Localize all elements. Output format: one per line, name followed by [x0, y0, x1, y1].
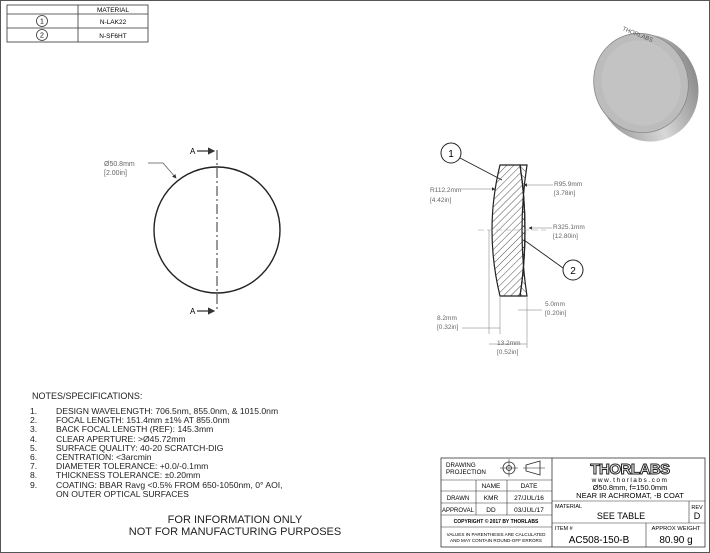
note-item: 1. DESIGN WAVELENGTH: 706.5nm, 855.0nm, &… — [30, 406, 283, 416]
balloon-1-label: 1 — [448, 149, 454, 160]
r2-mm-label: R95.9mm — [554, 181, 582, 188]
note-text: CLEAR APERTURE: >Ø45.72mm — [56, 433, 186, 444]
note-text: BACK FOCAL LENGTH (REF): 145.3mm — [56, 424, 214, 435]
name-header: NAME — [482, 483, 501, 490]
note-item: 2. FOCAL LENGTH: 151.4mm ±1% AT 855.0nm — [30, 415, 283, 426]
drawn-label: DRAWN — [447, 496, 469, 502]
material-value: SEE TABLE — [597, 511, 645, 521]
note-number: 6. — [30, 452, 38, 463]
item-number-1: 1 — [40, 19, 44, 26]
diameter-mm-label: Ø50.8mm — [104, 161, 135, 168]
date-header: DATE — [521, 483, 539, 490]
description-line-1: Ø50.8mm, f=150.0mm — [593, 483, 668, 492]
lens-3d-image: THORLABS — [593, 26, 699, 142]
approval-name: DD — [486, 507, 496, 514]
info-line-1: FOR INFORMATION ONLY — [167, 514, 303, 526]
note-number: 7. — [30, 461, 38, 472]
diameter-in-label: [2.00in] — [104, 170, 127, 177]
drawn-date: 27/JUL/16 — [514, 495, 544, 502]
drawn-name: KMR — [484, 495, 499, 502]
rev-label: REV — [691, 505, 703, 511]
section-view: 1 2 R112.2mm [4.42in] R95.9mm [3.78in] R… — [430, 142, 585, 356]
note-continuation: ON OUTER OPTICAL SURFACES — [56, 488, 189, 499]
title-block: DRAWING PROJECTION NAME DATE DRAWN KMR 2… — [440, 457, 706, 548]
thorlabs-logo: THORLABS — [590, 461, 670, 478]
approval-label: APPROVAL — [442, 508, 475, 514]
note-number: 2. — [30, 415, 38, 426]
lens-element-1 — [491, 164, 526, 297]
drawing-projection-label: DRAWING — [446, 462, 476, 469]
front-view: A A Ø50.8mm [2.00in] — [104, 147, 281, 316]
note-item: 5. SURFACE QUALITY: 40-20 SCRATCH-DIG — [30, 442, 283, 453]
section-mark-bottom: A — [190, 307, 196, 316]
weight-label: APPROX WEIGHT — [652, 526, 701, 532]
edge-in-label: [0.20in] — [545, 310, 567, 317]
note-item: 8. THICKNESS TOLERANCE: ±0.20mm — [30, 471, 283, 480]
edge-mm-label: 5.0mm — [545, 301, 565, 308]
note-text: DESIGN WAVELENGTH: 706.5nm, 855.0nm, & 1… — [56, 406, 279, 416]
note-item: 7. DIAMETER TOLERANCE: +0.0/-0.1mm — [30, 462, 283, 471]
left-mm-label: 8.2mm — [437, 315, 457, 322]
rev-value: D — [694, 511, 701, 521]
lens-outline-circle — [153, 166, 281, 294]
note-number: 9. — [30, 479, 38, 490]
item-number-2: 2 — [40, 33, 44, 40]
material-header: MATERIAL — [97, 7, 129, 14]
note-item: 4. CLEAR APERTURE: >Ø45.72mm — [30, 433, 283, 444]
thickness-in-label: [0.52in] — [497, 349, 519, 356]
r1-mm-label: R112.2mm — [430, 187, 461, 194]
note-item: 6. CENTRATION: <3arcmin — [30, 452, 283, 463]
section-mark-top: A — [190, 147, 196, 156]
balloon-2 — [562, 259, 584, 281]
website-text: www.thorlabs.com — [591, 477, 669, 484]
note-item: 3. BACK FOCAL LENGTH (REF): 145.3mm — [30, 425, 283, 434]
note-text: FOCAL LENGTH: 151.4mm ±1% AT 855.0nm — [56, 415, 230, 426]
r2-in-label: [3.78in] — [554, 190, 576, 197]
notes-title: NOTES/SPECIFICATIONS: — [32, 391, 143, 401]
r1-in-label: [4.42in] — [430, 197, 452, 204]
thickness-mm-label: 13.2mm — [497, 340, 520, 347]
note-item: 9. COATING: BBAR Ravg <0.5% FROM 650-1050… — [30, 479, 283, 490]
r3-in-label: [12.80in] — [553, 233, 578, 240]
material-value-1: N-LAK22 — [100, 19, 127, 26]
disclaimer-line-1: VALUES IN PARENTHESIS ARE CALCULATED — [447, 532, 546, 537]
notes-list: 1. DESIGN WAVELENGTH: 706.5nm, 855.0nm, &… — [30, 406, 283, 499]
note-number: 3. — [30, 424, 38, 435]
material-table: MATERIAL 1 N-LAK22 2 N-SF6HT — [6, 4, 149, 43]
note-number: 4. — [30, 433, 38, 444]
note-text: DIAMETER TOLERANCE: +0.0/-0.1mm — [56, 461, 209, 472]
note-text: SURFACE QUALITY: 40-20 SCRATCH-DIG — [56, 442, 224, 453]
note-number: 8. — [30, 470, 38, 481]
projection-symbol-icon — [500, 459, 545, 477]
r3-mm-label: R325.1mm — [553, 224, 585, 231]
balloon-2-label: 2 — [570, 266, 576, 277]
disclaimer-line-2: AND MAY CONTAIN ROUND-OFF ERRORS — [450, 538, 542, 543]
note-text: THICKNESS TOLERANCE: ±0.20mm — [56, 470, 201, 481]
drawing-projection-label-2: PROJECTION — [446, 469, 486, 476]
item-balloon-2 — [36, 29, 48, 41]
note-number: 1. — [30, 406, 38, 416]
note-text: COATING: BBAR Ravg <0.5% FROM 650-1050nm… — [56, 479, 283, 490]
description-line-2: NEAR IR ACHROMAT, -B COAT — [576, 491, 684, 500]
balloon-1 — [440, 142, 462, 164]
approval-date: 03/JUL/17 — [514, 507, 544, 514]
item-number-label: ITEM # — [555, 526, 574, 532]
item-number-value: AC508-150-B — [569, 535, 630, 546]
note-text: CENTRATION: <3arcmin — [56, 452, 152, 463]
item-balloon-1 — [36, 15, 48, 27]
note-number: 5. — [30, 442, 38, 453]
info-disclaimer: FOR INFORMATION ONLY NOT FOR MANUFACTURI… — [110, 514, 360, 538]
material-label: MATERIAL — [555, 504, 582, 510]
copyright-text: COPYRIGHT © 2017 BY THORLABS — [454, 518, 539, 525]
info-line-2: NOT FOR MANUFACTURING PURPOSES — [128, 526, 342, 538]
weight-value: 80.90 g — [659, 535, 692, 546]
left-in-label: [0.32in] — [437, 324, 459, 331]
material-value-2: N-SF6HT — [99, 33, 126, 40]
